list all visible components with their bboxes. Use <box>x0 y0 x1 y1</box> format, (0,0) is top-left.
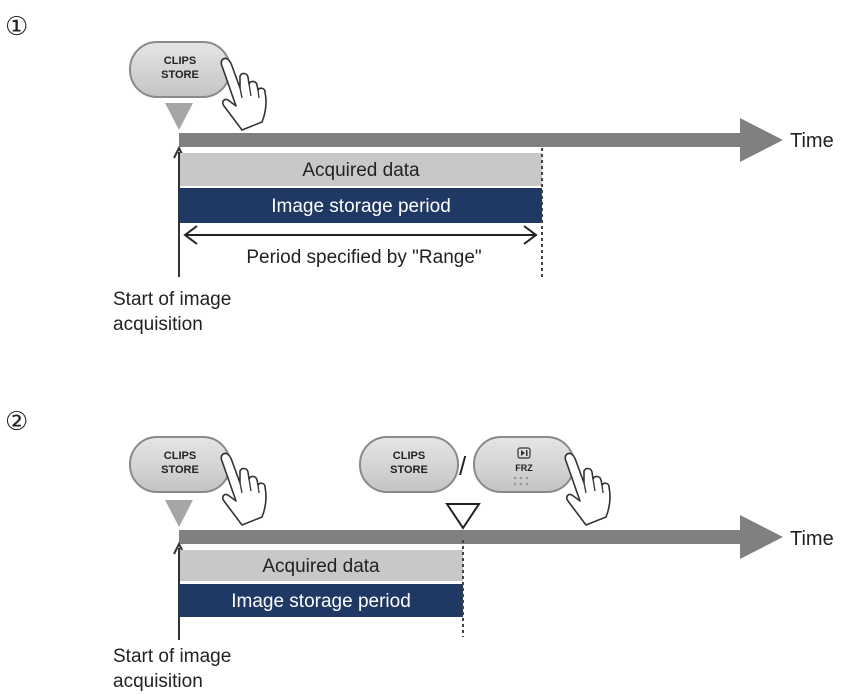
storage-period-label: Image storage period <box>231 591 411 612</box>
button-label-line-1: CLIPS <box>164 55 196 67</box>
button-label-line-1: CLIPS <box>393 450 425 462</box>
storage-period-bar <box>180 584 463 617</box>
clips-store-button-2[interactable]: CLIPS STORE <box>359 436 459 493</box>
hand-pointer-icon <box>564 452 611 526</box>
range-arrow-right <box>523 225 538 245</box>
frz-label: FRZ <box>515 463 533 473</box>
start-label-line-2: acquisition <box>113 314 203 335</box>
clips-store-button[interactable]: CLIPS STORE <box>129 436 231 493</box>
hand-pointer-icon <box>220 57 267 131</box>
time-label: Time <box>790 528 834 550</box>
time-arrow-head <box>740 118 783 162</box>
storage-period-bar <box>180 188 542 223</box>
acquired-data-label: Acquired data <box>302 160 420 181</box>
acquired-data-bar <box>180 153 542 186</box>
step-1: ① CLIPS STORE Time Acquired data Image s… <box>5 11 834 335</box>
time-arrow-shaft <box>179 530 747 544</box>
time-arrow-head <box>740 515 783 559</box>
indicator-dots <box>513 476 529 486</box>
button-label-line-2: STORE <box>390 464 428 476</box>
start-marker-triangle <box>165 500 193 527</box>
start-label-line-2: acquisition <box>113 671 203 692</box>
button-label-line-1: CLIPS <box>164 450 196 462</box>
range-arrow-left <box>183 225 198 245</box>
storage-period-label: Image storage period <box>271 196 451 217</box>
play-pause-icon <box>517 447 531 459</box>
step-2-marker: ② <box>5 406 28 436</box>
button-label-line-2: STORE <box>161 464 199 476</box>
time-arrow-shaft <box>179 133 747 147</box>
button-label-line-2: STORE <box>161 69 199 81</box>
time-label: Time <box>790 130 834 152</box>
clips-store-button[interactable]: CLIPS STORE <box>129 41 231 98</box>
acquired-data-bar <box>180 550 463 581</box>
range-label: Period specified by "Range" <box>246 247 481 268</box>
acquired-data-label: Acquired data <box>262 556 380 577</box>
hand-pointer-icon <box>220 452 267 526</box>
step-2: ② CLIPS STORE CLIPS STORE / FRZ <box>5 406 834 692</box>
end-marker-triangle <box>445 503 481 530</box>
step-1-marker: ① <box>5 11 28 41</box>
start-label-line-1: Start of image <box>113 646 231 667</box>
start-label-line-1: Start of image <box>113 289 231 310</box>
start-marker-triangle <box>165 103 193 130</box>
freeze-button[interactable]: FRZ <box>473 436 575 493</box>
button-separator: / <box>459 451 467 481</box>
